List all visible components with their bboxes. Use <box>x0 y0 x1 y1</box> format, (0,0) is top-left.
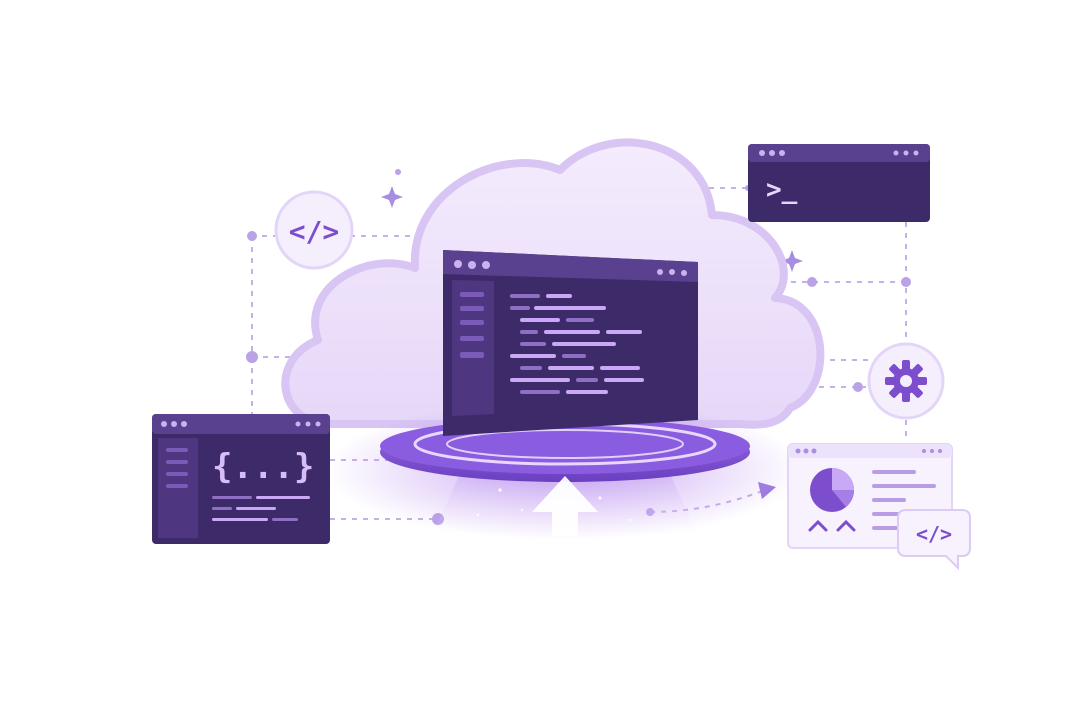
window-controls <box>759 150 919 156</box>
mini-person-icons <box>808 519 856 532</box>
window-controls <box>454 260 687 276</box>
window-controls <box>161 421 321 427</box>
arrow-up-icon <box>532 476 598 536</box>
gear-icon <box>885 360 927 402</box>
left-window-code-lines <box>212 496 310 521</box>
editor-code-lines <box>510 294 644 394</box>
speech-bubble: </> <box>897 509 971 571</box>
settings-badge <box>867 342 945 420</box>
editor-sidebar <box>452 280 494 416</box>
editor-sidebar-items <box>460 292 484 358</box>
pie-chart-icon <box>810 468 854 512</box>
code-icon: </> <box>289 215 340 248</box>
code-badge: </> <box>274 190 354 270</box>
speech-bubble-code-icon: </> <box>916 522 952 546</box>
sparkle-icon <box>781 250 803 272</box>
left-code-window: {...} <box>152 414 330 544</box>
terminal-window: >_ <box>748 144 930 222</box>
sparkle-icon <box>381 186 403 208</box>
braces-glyph: {...} <box>212 447 314 487</box>
central-code-editor-window <box>443 250 698 436</box>
terminal-prompt-icon: >_ <box>766 175 798 205</box>
